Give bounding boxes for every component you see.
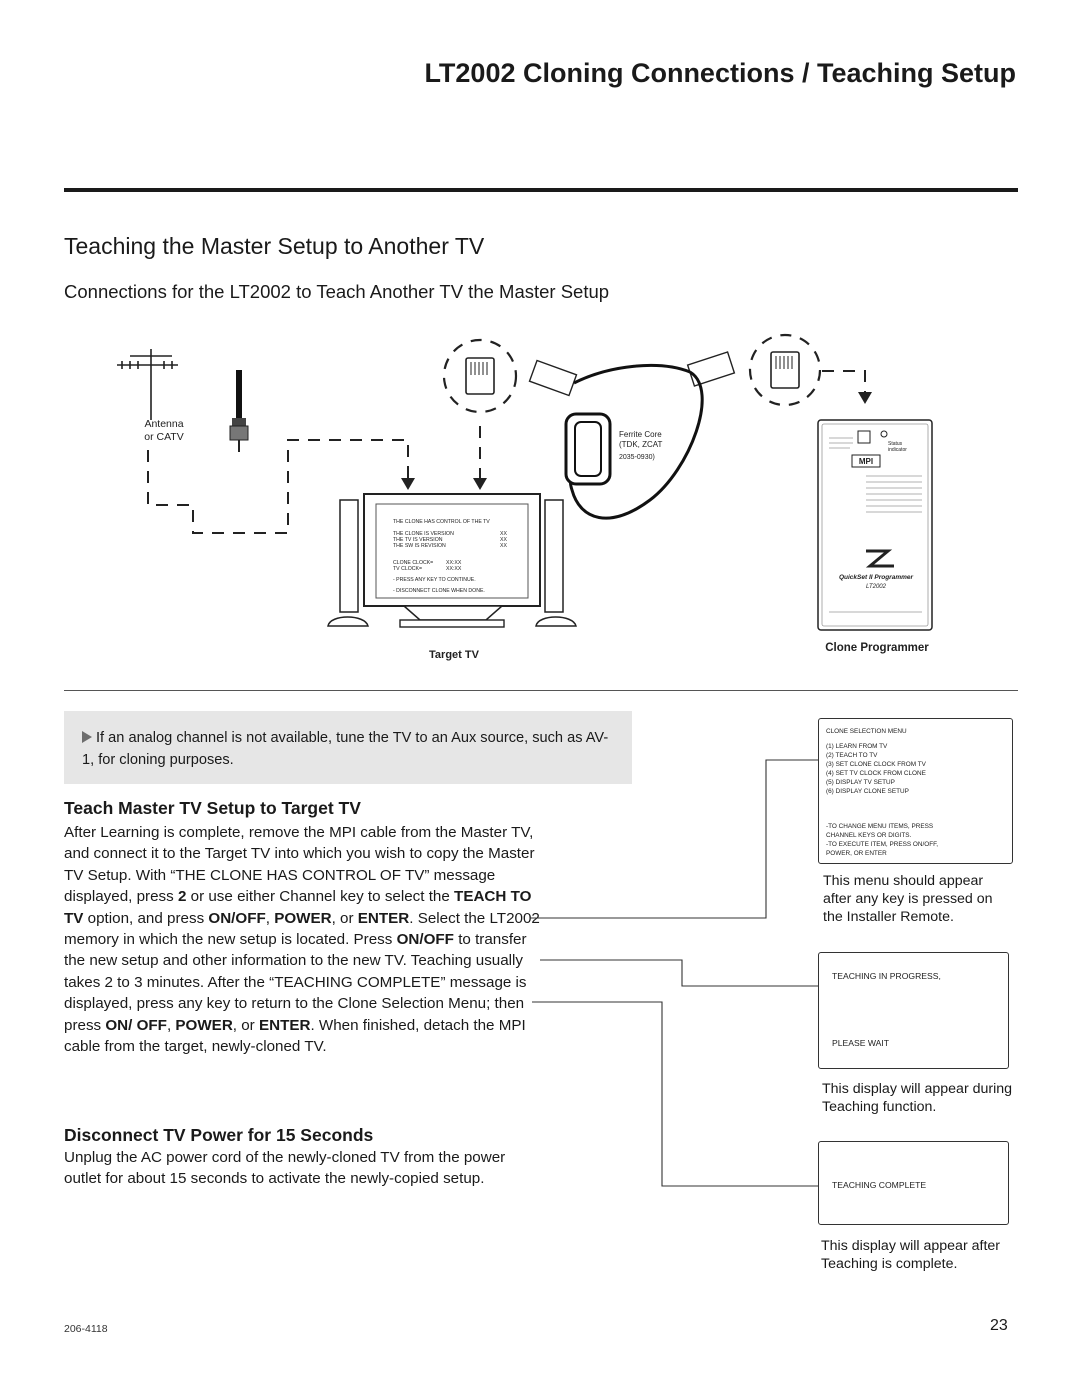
menu-item: (1) LEARN FROM TV — [826, 743, 888, 750]
rj-plug-icon — [528, 351, 736, 397]
teaching-progress-screen: TEACHING IN PROGRESS, PLEASE WAIT — [818, 952, 1009, 1069]
page-number: 23 — [990, 1317, 1008, 1334]
menu-help: CHANNEL KEYS OR DIGITS. — [826, 832, 912, 839]
page-title: LT2002 Cloning Connections / Teaching Se… — [424, 58, 1016, 88]
programmer-model-code: LT2002 — [866, 584, 887, 590]
programmer-jack-circle — [748, 333, 822, 407]
complete-caption: This display will appear after Teaching … — [821, 1238, 1000, 1272]
antenna-label-2: or CATV — [144, 431, 183, 443]
coax-connector-icon — [229, 370, 249, 452]
menu-help: -TO CHANGE MENU ITEMS, PRESS — [826, 823, 934, 830]
menu-item: (3) SET CLONE CLOCK FROM TV — [826, 761, 926, 768]
note-text: If an analog channel is not available, t… — [82, 727, 612, 771]
menu-help: POWER, OR ENTER — [826, 850, 887, 857]
tv-screen-line: TV CLOCK= — [393, 566, 422, 572]
target-tv-icon — [327, 493, 577, 628]
status-label: Status — [888, 441, 903, 447]
teaching-complete-screen: TEACHING COMPLETE — [818, 1141, 1009, 1225]
ferrite-label-2: (TDK, ZCAT — [619, 440, 663, 449]
tv-screen-line: THE TV IS VERSION — [393, 537, 443, 543]
teach-body: After Learning is complete, remove the M… — [64, 824, 540, 1056]
note-box: If an analog channel is not available, t… — [64, 711, 632, 784]
menu-item: (6) DISPLAY CLONE SETUP — [826, 788, 909, 795]
rj-jack-icon — [465, 357, 495, 395]
menu-caption: This menu should appear after any key is… — [823, 873, 993, 925]
section-subheading: Connections for the LT2002 to Teach Anot… — [64, 281, 610, 302]
menu-title: CLONE SELECTION MENU — [826, 728, 907, 735]
tv-screen-line: - DISCONNECT CLONE WHEN DONE. — [393, 588, 485, 594]
title-rule — [64, 188, 1018, 192]
disconnect-body: Unplug the AC power cord of the newly-cl… — [64, 1149, 506, 1188]
antenna-label: Antenna — [144, 418, 183, 430]
target-tv-label: Target TV — [429, 649, 480, 661]
tv-screen-value: XX — [500, 543, 507, 549]
complete-line: TEACHING COMPLETE — [832, 1180, 927, 1190]
menu-help: -TO EXECUTE ITEM, PRESS ON/OFF, — [826, 841, 939, 848]
ferrite-core-icon — [564, 412, 612, 486]
antenna-icon — [117, 349, 178, 420]
section-heading: Teaching the Master Setup to Another TV — [64, 233, 485, 259]
clone-programmer-icon — [817, 419, 933, 631]
progress-caption: This display will appear during Teaching… — [822, 1081, 1013, 1115]
menu-item: (4) SET TV CLOCK FROM CLONE — [826, 770, 926, 777]
tv-screen-line: THE SW IS REVISION — [393, 543, 446, 549]
teach-heading: Teach Master TV Setup to Target TV — [64, 798, 361, 818]
menu-item: (2) TEACH TO TV — [826, 752, 878, 759]
ferrite-label-3: 2035-0930) — [619, 454, 655, 461]
triangle-bullet-icon — [82, 731, 92, 743]
clone-selection-menu-screen: CLONE SELECTION MENU (1) LEARN FROM TV (… — [818, 718, 1013, 864]
progress-line-1: TEACHING IN PROGRESS, — [832, 971, 941, 981]
tv-screen-line: - PRESS ANY KEY TO CONTINUE. — [393, 577, 476, 583]
tv-screen-value: XX:XX — [446, 566, 462, 572]
divider — [64, 690, 1018, 691]
tv-screen-value: XX — [500, 537, 507, 543]
disconnect-heading: Disconnect TV Power for 15 Seconds — [64, 1125, 374, 1145]
arrow-icon — [473, 478, 487, 490]
connection-diagram: Antenna or CATV Ferrite Core (TDK, ZCAT … — [117, 333, 933, 661]
tv-screen-line: THE CLONE HAS CONTROL OF THE TV — [393, 519, 490, 525]
programmer-model: QuickSet II Programmer — [839, 574, 914, 581]
document-code: 206-4118 — [64, 1323, 108, 1335]
tv-screen-value: XX — [500, 531, 507, 537]
clone-programmer-label: Clone Programmer — [825, 642, 929, 654]
rj-jack-icon — [770, 351, 800, 389]
tv-jack-circle — [442, 338, 518, 414]
arrow-icon — [858, 392, 872, 404]
arrow-icon — [401, 478, 415, 490]
tv-screen-line: CLONE CLOCK= — [393, 560, 433, 566]
tv-screen-line: THE CLONE IS VERSION — [393, 531, 454, 537]
ferrite-label: Ferrite Core — [619, 430, 662, 439]
note-body: If an analog channel is not available, t… — [82, 730, 609, 768]
mpi-label: MPI — [859, 457, 873, 466]
antenna-cable — [147, 439, 409, 534]
progress-line-2: PLEASE WAIT — [832, 1038, 889, 1048]
menu-item: (5) DISPLAY TV SETUP — [826, 779, 895, 786]
indicator-label: indicator — [888, 447, 907, 453]
tv-screen-value: XX:XX — [446, 560, 462, 566]
